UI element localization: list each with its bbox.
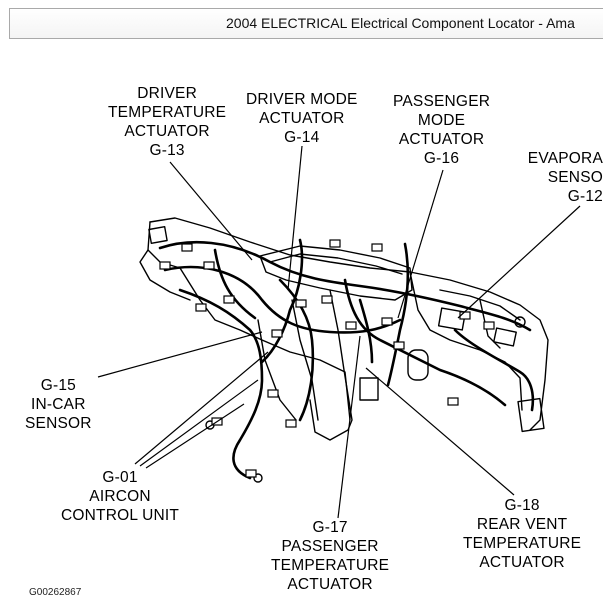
window-title-bar: 2004 ELECTRICAL Electrical Component Loc…: [9, 8, 603, 39]
wire-harness: [158, 238, 535, 480]
label-evaporator-sensor: EVAPORA SENSO G-12: [527, 150, 603, 205]
leader-lines: [97, 145, 581, 519]
dashboard-frame: [139, 217, 549, 483]
label-rear-vent-temperature-actuator: G-18 REAR VENT TEMPERATURE ACTUATOR: [463, 497, 582, 571]
label-passenger-temperature-actuator: G-17 PASSENGER TEMPERATURE ACTUATOR: [271, 519, 390, 593]
small-connectors: [159, 239, 495, 478]
label-driver-temperature-actuator: DRIVER TEMPERATURE ACTUATOR G-13: [108, 85, 227, 159]
label-passenger-mode-actuator: PASSENGER MODE ACTUATOR G-16: [393, 93, 491, 167]
label-driver-mode-actuator: DRIVER MODE ACTUATOR G-14: [246, 91, 358, 146]
window-title: 2004 ELECTRICAL Electrical Component Loc…: [226, 15, 575, 31]
label-in-car-sensor: G-15 IN-CAR SENSOR: [25, 377, 92, 432]
label-aircon-control-unit: G-01 AIRCON CONTROL UNIT: [61, 469, 180, 524]
figure-code: G00262867: [29, 587, 82, 598]
